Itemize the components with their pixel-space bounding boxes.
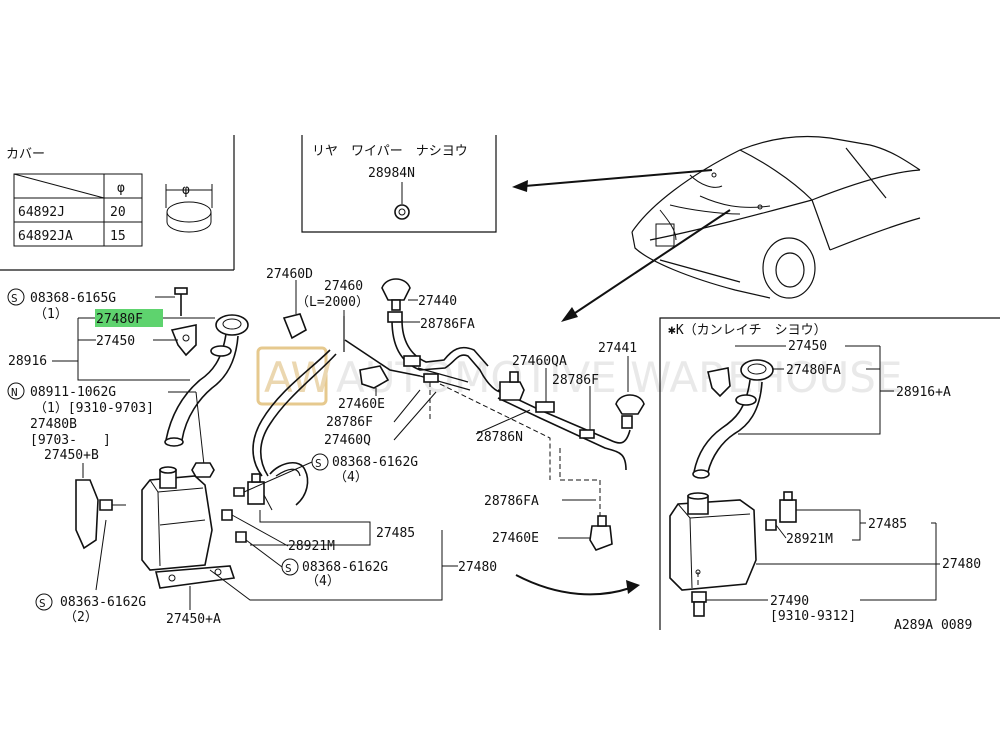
clip-e-label: 27460E xyxy=(338,397,385,412)
k-tank-label: 27480 xyxy=(942,557,981,572)
cold-climate-box: ✱K（カンレイチ シヨウ） 27450 27480FA 28916+A 2748… xyxy=(659,317,1000,633)
cover-row-1-size: 20 xyxy=(110,205,126,220)
clip-e-part: 27460E 28786F 27460Q xyxy=(324,355,439,448)
clip-d-label: 27460D xyxy=(266,267,313,282)
k-filler-label: 27450 xyxy=(788,339,827,354)
cover-row-2-part: 64892JA xyxy=(18,229,73,244)
cover-box: カバー φ 64892J 20 64892JA 15 φ xyxy=(0,135,235,271)
cap-b-label: 27480B xyxy=(30,417,77,432)
nut-mark: N xyxy=(11,386,18,399)
middle-labels: S 08368-6162G （4） 27485 28921M S 08368-6… xyxy=(7,288,497,611)
tank-assy-label: 28916 xyxy=(8,354,47,369)
k-pump-label: 27485 xyxy=(868,517,907,532)
clip-e-low-label: 27460E xyxy=(492,531,539,546)
k-sensor-label: 27490 xyxy=(770,594,809,609)
highlight-box xyxy=(95,309,163,327)
watermark-logo: AW xyxy=(264,353,332,402)
cover-cap-icon: φ xyxy=(165,183,213,233)
joint-fa-low-label: 28786FA xyxy=(484,494,539,509)
bolt-qty-label: （1） xyxy=(34,307,68,322)
filler-tube-label: 27450 xyxy=(96,334,135,349)
joint-f-label: 28786F xyxy=(326,415,373,430)
screw-mid-qty-label: （4） xyxy=(334,470,368,485)
screw-bot-label: 08368-6162G xyxy=(302,560,388,575)
nut-spec-label: 08911-1062G xyxy=(30,385,116,400)
clip-d-part: 27460D 27460 （L=2000） xyxy=(266,267,369,340)
right-joints: 27460QA 27441 28786F 28786N 28786FA 2746… xyxy=(475,341,645,551)
screw-mid-label: 08368-6162G xyxy=(332,455,418,470)
joint-n-label: 28786N xyxy=(476,430,523,445)
screw-mid-mark: S xyxy=(315,457,322,470)
nut-qty-label: （1）[9310-9703] xyxy=(34,401,154,416)
nozzle-r-label: 27441 xyxy=(598,341,637,356)
cap-label: 27480F xyxy=(96,312,143,327)
hose-label: 27460 xyxy=(324,279,363,294)
pointer-arrows xyxy=(512,169,731,596)
grommet-label: 28921M xyxy=(288,539,335,554)
cover-icon-phi: φ xyxy=(182,183,190,198)
hose-q-label: 27460Q xyxy=(324,433,371,448)
cover-row-1-part: 64892J xyxy=(18,205,65,220)
screw-low-mark: S xyxy=(39,597,46,610)
joint-f2-label: 28786F xyxy=(552,373,599,388)
rear-box-title: リヤ ワイパー ナシヨウ xyxy=(312,144,468,159)
rear-box-part: 28984N xyxy=(368,166,415,181)
k-sensor-date-label: [9310-9312] xyxy=(770,609,856,624)
joint-fa-label: 28786FA xyxy=(420,317,475,332)
bolt-spec-label: 08368-6165G xyxy=(30,291,116,306)
screw-low-qty-label: （2） xyxy=(64,610,98,625)
car-illustration xyxy=(631,135,921,299)
figure-code-label: A289A 0089 xyxy=(894,618,972,633)
nozzle-label: 27440 xyxy=(418,294,457,309)
bracket-b-label: 27450+B xyxy=(44,448,99,463)
phi-header: φ xyxy=(117,181,125,196)
cover-row-2-size: 15 xyxy=(110,229,126,244)
bolt-mark: S xyxy=(11,292,18,305)
k-grommet-label: 28921M xyxy=(786,532,833,547)
main-assembly: 08368-6165G （1） 27480F 28916 27450 08911… xyxy=(8,287,273,627)
bracket-a-label: 27450+A xyxy=(166,612,221,627)
hose-len-label: （L=2000） xyxy=(296,295,369,310)
hose-qa-label: 27460QA xyxy=(512,354,567,369)
screw-bot-mark: S xyxy=(285,562,292,575)
hose-routing xyxy=(252,316,631,520)
screw-low-label: 08363-6162G xyxy=(60,595,146,610)
nozzle-part: 27440 28786FA xyxy=(381,278,475,332)
rear-wiper-box: リヤ ワイパー ナシヨウ 28984N xyxy=(301,135,497,233)
pump-assy-label: 27485 xyxy=(376,526,415,541)
screw-bot-qty-label: （4） xyxy=(306,574,340,589)
cover-title: カバー xyxy=(6,147,45,162)
cold-box-title: ✱K（カンレイチ シヨウ） xyxy=(668,323,827,338)
tank-label: 27480 xyxy=(458,560,497,575)
k-tank-assy-label: 28916+A xyxy=(896,385,951,400)
k-cap-label: 27480FA xyxy=(786,363,841,378)
cap-b-date-label: [9703- ] xyxy=(30,433,111,448)
